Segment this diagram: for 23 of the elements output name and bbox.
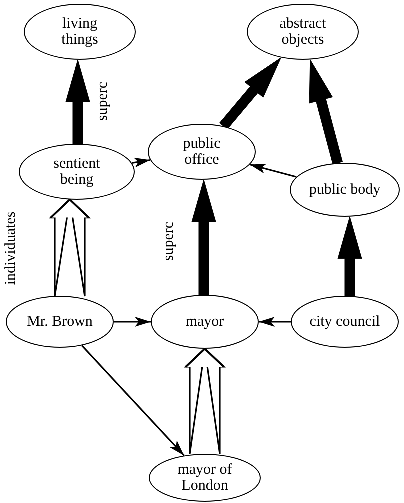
node-label: mayor of London (176, 462, 234, 494)
arrow (132, 158, 151, 168)
arrow (66, 60, 90, 144)
arrow (220, 58, 282, 130)
arrow (250, 164, 297, 178)
node-label: living things (60, 16, 100, 48)
arrow (49, 198, 91, 298)
node-label: public office (182, 136, 222, 168)
edge-label: superc (162, 220, 178, 262)
arrow (81, 345, 185, 456)
arrow (309, 60, 343, 165)
arrow (114, 317, 151, 327)
edge-label: superc (96, 81, 112, 123)
node-label: Mr. Brown (27, 314, 93, 330)
node-label: abstract objects (278, 16, 328, 48)
arrow (184, 348, 226, 455)
node-label: mayor (186, 314, 224, 330)
node-label: public body (309, 182, 381, 198)
node-label: city council (310, 314, 380, 330)
arrow (338, 216, 362, 296)
node-label: sentient being (52, 156, 102, 188)
arrow (259, 317, 291, 327)
arrow (192, 180, 216, 296)
